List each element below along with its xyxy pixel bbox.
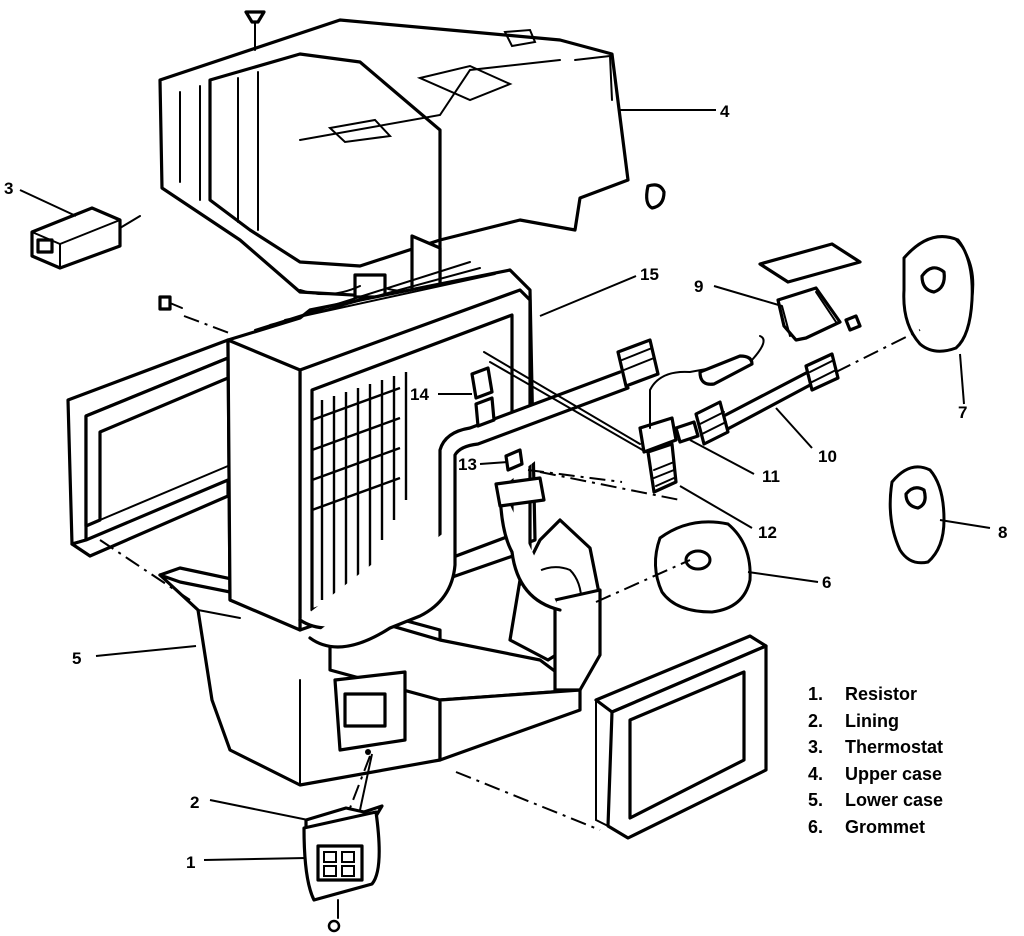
lower-case — [158, 518, 602, 787]
grommet-small — [888, 465, 946, 565]
legend-number-3: 3. — [808, 737, 823, 757]
alignment-lines — [99, 315, 921, 831]
front-frame — [594, 634, 768, 840]
legend-label-6: Grommet — [845, 817, 925, 837]
callout-10: 10 — [818, 447, 837, 466]
grommet-round — [654, 520, 752, 614]
upper-case — [158, 10, 666, 302]
resistor — [302, 810, 381, 933]
legend-number-1: 1. — [808, 684, 823, 704]
legend-number-5: 5. — [808, 790, 823, 810]
mounting-screw — [158, 295, 183, 311]
liquid-line — [694, 352, 840, 446]
back-frame — [66, 338, 230, 558]
legend-label-3: Thermostat — [845, 737, 943, 757]
legend-label-1: Resistor — [845, 684, 917, 704]
legend-label-2: Lining — [845, 711, 899, 731]
legend-number-4: 4. — [808, 764, 823, 784]
callout-7: 7 — [958, 403, 967, 422]
callout-13: 13 — [458, 455, 477, 474]
callout-6: 6 — [822, 573, 831, 592]
grommet-large — [902, 235, 975, 353]
parts-legend: 1. Resistor 2. Lining 3. Thermostat 4. U… — [808, 684, 943, 837]
callout-15: 15 — [640, 265, 659, 284]
callout-labels: 1 2 3 4 5 6 7 8 9 10 11 12 13 14 15 — [4, 102, 1007, 872]
thermostat — [30, 206, 141, 270]
callout-5: 5 — [72, 649, 81, 668]
bracket — [758, 242, 862, 342]
callout-2: 2 — [190, 793, 199, 812]
callout-11: 11 — [762, 467, 780, 486]
legend-label-4: Upper case — [845, 764, 942, 784]
callout-9: 9 — [694, 277, 703, 296]
refrigerant-tubing — [298, 338, 660, 649]
callout-4: 4 — [720, 102, 730, 121]
callout-8: 8 — [998, 523, 1007, 542]
legend-number-2: 2. — [808, 711, 823, 731]
legend-label-5: Lower case — [845, 790, 943, 810]
callout-12: 12 — [758, 523, 777, 542]
callout-1: 1 — [186, 853, 195, 872]
callout-3: 3 — [4, 179, 13, 198]
callout-14: 14 — [410, 385, 429, 404]
leader-lines — [19, 109, 991, 861]
legend-number-6: 6. — [808, 817, 823, 837]
expansion-valve — [638, 335, 765, 494]
